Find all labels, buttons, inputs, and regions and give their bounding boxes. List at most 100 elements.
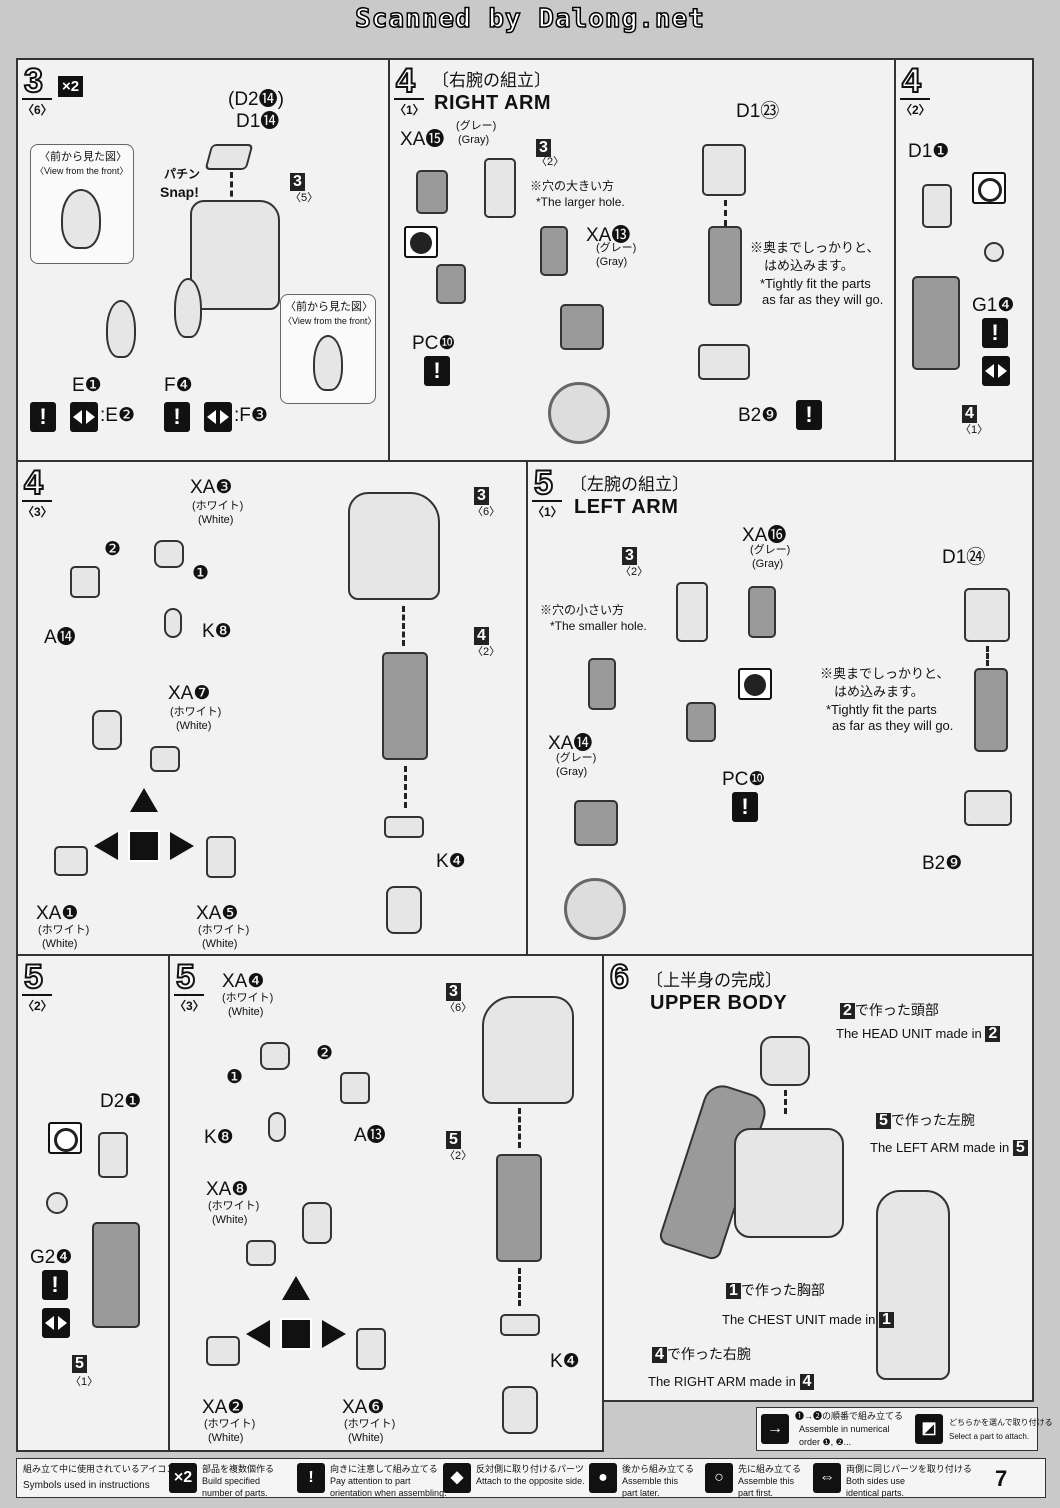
fit-note-en1: *Tightly fit the parts — [826, 702, 937, 717]
warning-icon-2: ! — [796, 400, 822, 430]
front-view-part-2 — [313, 335, 343, 391]
step-number: 4 — [901, 62, 922, 100]
arrow-d1 — [724, 200, 727, 226]
order-en1: Assemble in numerical — [799, 1424, 890, 1434]
part-k4 — [384, 816, 424, 838]
arrow-arm — [404, 766, 407, 808]
xa8-en: (White) — [212, 1214, 248, 1226]
xa2-jp: (ホワイト) — [204, 1418, 256, 1430]
part-k4 — [500, 1314, 540, 1336]
part-g1 — [984, 242, 1004, 262]
arm-assembly — [496, 1154, 542, 1262]
part-d1 — [702, 144, 746, 196]
hand-xa6 — [356, 1328, 386, 1370]
part-label-xa8: XA❽ — [206, 1179, 249, 1200]
xa7-jp: (ホワイト) — [170, 706, 222, 718]
arm-assembly — [382, 652, 428, 760]
part-xa4 — [260, 1042, 290, 1070]
ref-step3-sub: 〈2〉 — [536, 156, 565, 168]
assemble-later-icon — [738, 668, 772, 700]
part-label-d1: D1⓮ — [236, 111, 280, 132]
part-xa14 — [588, 658, 616, 710]
xa1-en: (White) — [42, 938, 78, 950]
hand-xa8 — [302, 1202, 332, 1244]
part-label-a13: A⓭ — [354, 1125, 386, 1146]
part-label-k8: K❽ — [204, 1127, 234, 1148]
front-view-part — [61, 189, 101, 249]
title-en: UPPER BODY — [650, 992, 788, 1014]
xa7-en: (White) — [176, 720, 212, 732]
hole-note-en: *The smaller hole. — [550, 619, 647, 633]
hand-xa7 — [92, 710, 122, 750]
xa16-en: (Gray) — [752, 558, 784, 570]
xa13-en: (Gray) — [596, 256, 628, 268]
multiply-icon: ×2 — [169, 1463, 197, 1493]
step-sub: 〈1〉 — [394, 98, 425, 118]
hole-note-jp: ※穴の大きい方 — [530, 179, 615, 193]
part-label-a14: A⓮ — [44, 627, 76, 648]
view-en: 〈View from the front〉 — [35, 166, 129, 176]
step-sub: 〈3〉 — [174, 994, 205, 1014]
xa3-jp: (ホワイト) — [192, 500, 244, 512]
ref-step3-sub: 〈6〉 — [472, 506, 501, 518]
part-label-xa13: XA⓭ — [586, 225, 631, 246]
pc-correct-circle — [548, 382, 610, 444]
step-sub: 〈3〉 — [22, 500, 53, 520]
title-jp: 〔左腕の組立〕 — [570, 475, 689, 495]
xa13-jp: (グレー) — [596, 242, 637, 254]
part-pc — [436, 264, 466, 304]
xa5-en: (White) — [202, 938, 238, 950]
panel-step4-3: 4 〈3〉 XA❸ (ホワイト) (White) ❷ ❶ A⓮ K❽ XA❼ (… — [16, 460, 528, 956]
head-unit — [760, 1036, 810, 1086]
select-part-icon: ◩ — [915, 1414, 943, 1444]
head-label-en: The HEAD UNIT made in 2 — [836, 1026, 1001, 1042]
part-d1 — [922, 184, 952, 228]
ref-step4-sub: 〈2〉 — [472, 646, 501, 658]
step-order-2: ❷ — [316, 1043, 334, 1064]
warning-icon: ! — [982, 318, 1008, 348]
fit-note-jp1: ※奥までしっかりと、 — [750, 240, 880, 255]
title-en: RIGHT ARM — [434, 92, 552, 114]
step-number: 4 — [23, 464, 44, 502]
symbols-title-jp: 組み立て中に使用されているアイコン — [23, 1464, 176, 1474]
alt-part-e: :E❷ — [100, 405, 135, 426]
order-arrow-icon: → — [761, 1414, 789, 1444]
symbols-bar: 組み立て中に使用されているアイコン Symbols used in instru… — [16, 1458, 1046, 1498]
title-jp: 〔上半身の完成〕 — [646, 971, 782, 991]
part-a13 — [340, 1072, 370, 1104]
pc-correct-circle — [564, 878, 626, 940]
part-label-d2: D2❶ — [100, 1091, 142, 1112]
xa16-jp: (グレー) — [750, 544, 791, 556]
step-order-2: ❷ — [104, 539, 122, 560]
view-en-2: 〈View from the front〉 — [283, 316, 377, 326]
panel-step5-2: 5 〈2〉 D2❶ G2❹ ! 5 〈1〉 — [16, 954, 170, 1452]
ref-step3-sub: 〈6〉 — [444, 1002, 473, 1014]
part-label-d1: D1㉔ — [942, 547, 986, 568]
fit-note-en2: as far as they will go. — [762, 292, 884, 307]
hand-xa2 — [206, 1336, 240, 1366]
hand-assembly — [386, 886, 422, 934]
shoulder-armor — [482, 996, 574, 1104]
warning-icon: ! — [42, 1270, 68, 1300]
xa3-en: (White) — [198, 514, 234, 526]
part-label-xa14: XA⓮ — [548, 733, 593, 754]
assemble-first-icon — [48, 1122, 82, 1154]
part-label-xa1: XA❶ — [36, 903, 79, 924]
part-xa13 — [540, 226, 568, 276]
step-sub: 〈2〉 — [22, 994, 53, 1014]
panel-step5-3: 5 〈3〉 XA❹ (ホワイト) (White) ❷ ❶ A⓭ K❽ XA❽ (… — [168, 954, 604, 1452]
part-d1 — [204, 144, 254, 170]
arrow-d1 — [986, 646, 989, 666]
xa2-en: (White) — [208, 1432, 244, 1444]
ref-step5: 5 — [72, 1352, 87, 1374]
arrow-head — [784, 1090, 787, 1114]
assemble-later-icon: ● — [589, 1463, 617, 1493]
opposite-side-icon — [70, 402, 98, 432]
xa6-jp: (ホワイト) — [344, 1418, 396, 1430]
view-jp: 〈前から見た図〉 — [39, 151, 127, 163]
part-k8 — [268, 1112, 286, 1142]
